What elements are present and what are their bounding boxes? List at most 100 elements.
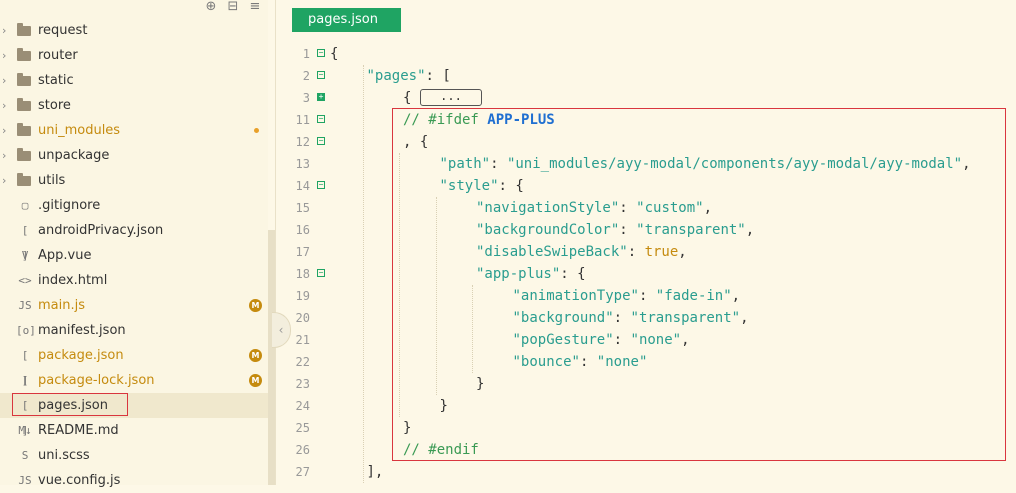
- panel-splitter[interactable]: [275, 0, 276, 485]
- code-text: , {: [403, 131, 428, 153]
- code-line[interactable]: 15 "navigationStyle": "custom",: [276, 197, 1016, 219]
- modified-badge: M: [249, 374, 262, 387]
- file-item[interactable]: ▢.gitignore: [0, 193, 268, 218]
- code-line[interactable]: 18−"app-plus": {: [276, 263, 1016, 285]
- fold-collapse-icon[interactable]: −: [317, 48, 325, 57]
- file-icon: V: [21, 249, 29, 262]
- code-line[interactable]: 12−, {: [276, 131, 1016, 153]
- code-token: ,: [745, 222, 755, 238]
- line-number: 11: [295, 113, 310, 127]
- folder-item[interactable]: ›store: [0, 93, 268, 118]
- tree-item-label: androidPrivacy.json: [38, 223, 164, 238]
- file-icon: M↓: [18, 424, 32, 437]
- file-item[interactable]: [ ]pages.json: [0, 393, 268, 437]
- fold-collapse-icon[interactable]: −: [317, 114, 325, 123]
- code-line[interactable]: 13"path": "uni_modules/ayy-modal/compone…: [276, 153, 1016, 175]
- chevron-right-icon[interactable]: ›: [2, 149, 7, 162]
- line-number: 22: [295, 355, 310, 369]
- tree-item-label: static: [38, 73, 74, 88]
- code-line[interactable]: 11− // #ifdef APP-PLUS: [276, 109, 1016, 131]
- code-line[interactable]: 3 + {: [276, 87, 1016, 109]
- code-line[interactable]: 2−"pages": [: [276, 65, 1016, 87]
- tree-item-label: package.json: [38, 348, 124, 363]
- chevron-left-icon: ‹: [278, 323, 284, 337]
- fold-collapse-icon[interactable]: −: [317, 136, 325, 145]
- code-line[interactable]: 14−"style": {: [276, 175, 1016, 197]
- code-line[interactable]: 27],: [276, 461, 1016, 483]
- folder-item[interactable]: › static: [0, 68, 268, 93]
- code-token: ,: [681, 332, 690, 348]
- selection-highlight-box: [12, 393, 128, 416]
- code-line[interactable]: 1−{: [276, 43, 1016, 65]
- folder-item[interactable]: ›uni_modules: [0, 118, 268, 143]
- chevron-right-icon[interactable]: ›: [2, 174, 7, 187]
- chevron-right-icon[interactable]: ›: [2, 74, 7, 87]
- line-number: 20: [295, 311, 310, 325]
- code-line[interactable]: 22"bounce": "none": [276, 351, 1016, 373]
- line-number: 2: [302, 69, 310, 83]
- code-text: {: [403, 87, 411, 109]
- code-token: "bounce": [512, 354, 580, 370]
- code-token: :: [619, 222, 637, 238]
- code-line[interactable]: 25}: [276, 417, 1016, 439]
- code-line[interactable]: 17"disableSwipeBack": true,: [276, 241, 1016, 263]
- line-number: 3: [302, 91, 310, 105]
- folded-region-placeholder[interactable]: ...: [420, 89, 482, 106]
- tab-pages-json[interactable]: pages.json: [292, 8, 401, 32]
- code-line[interactable]: 24}: [276, 395, 1016, 417]
- chevron-right-icon[interactable]: ›: [2, 24, 7, 37]
- line-number: 15: [295, 201, 310, 215]
- code-token: :: [613, 332, 631, 348]
- chevron-right-icon[interactable]: ›: [2, 124, 7, 137]
- sidebar-scrollbar[interactable]: [268, 230, 275, 485]
- file-item[interactable]: [ ]androidPrivacy.json: [0, 218, 268, 262]
- folder-item[interactable]: ›utils: [0, 168, 268, 193]
- code-token: // #endif: [403, 442, 479, 458]
- line-number: 14: [295, 179, 310, 193]
- code-line[interactable]: 26// #endif: [276, 439, 1016, 461]
- fold-expand-icon[interactable]: +: [317, 92, 325, 101]
- code-token: "backgroundColor": [476, 222, 620, 238]
- code-token: true: [644, 244, 679, 260]
- code-line[interactable]: 16"backgroundColor": "transparent",: [276, 219, 1016, 241]
- menu-icon[interactable]: ≡: [249, 0, 261, 14]
- code-token: "transparent": [636, 222, 746, 238]
- file-item[interactable]: M↓README.md: [0, 418, 268, 443]
- code-line[interactable]: 21"popGesture": "none",: [276, 329, 1016, 351]
- code-token: APP-PLUS: [487, 112, 555, 128]
- file-icon: ▢: [21, 199, 29, 212]
- chevron-right-icon[interactable]: ›: [2, 99, 7, 112]
- fold-collapse-icon[interactable]: −: [317, 70, 325, 79]
- folder-item[interactable]: ›unpackage: [0, 143, 268, 168]
- line-number: 25: [295, 421, 310, 435]
- file-item[interactable]: <>index.html: [0, 268, 268, 293]
- code-line[interactable]: 23}: [276, 373, 1016, 395]
- folder-icon: [17, 73, 31, 86]
- chevron-right-icon[interactable]: ›: [2, 49, 7, 62]
- code-token: ,: [740, 310, 749, 326]
- collapse-all-icon[interactable]: ⊟: [227, 0, 239, 14]
- file-item[interactable]: [o]manifest.json: [0, 318, 268, 343]
- code-line[interactable]: 19"animationType": "fade-in",: [276, 285, 1016, 307]
- code-text: "navigationStyle": "custom",: [476, 197, 712, 219]
- locate-icon[interactable]: ⊕: [205, 0, 217, 14]
- fold-collapse-icon[interactable]: −: [317, 180, 325, 189]
- code-token: ,: [703, 200, 713, 216]
- code-text: "backgroundColor": "transparent",: [476, 219, 754, 241]
- code-token: ,: [678, 244, 687, 260]
- line-number: 18: [295, 267, 310, 281]
- folder-item[interactable]: ›request: [0, 18, 268, 43]
- folder-icon: [17, 173, 31, 186]
- code-token: , {: [403, 134, 429, 150]
- fold-collapse-icon[interactable]: −: [317, 268, 325, 277]
- code-line[interactable]: 20"background": "transparent",: [276, 307, 1016, 329]
- code-token: // #ifdef: [403, 112, 488, 128]
- folder-item[interactable]: ›router: [0, 43, 268, 68]
